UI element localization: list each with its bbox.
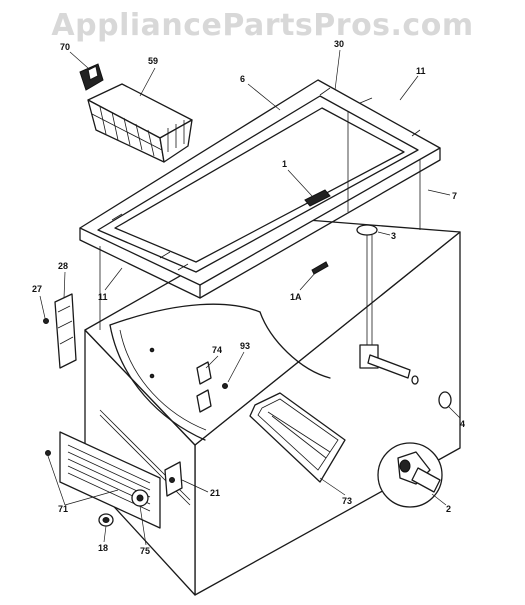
lid-lock-part-1: [304, 189, 331, 207]
watermark-text: AppliancePartsPros.com: [51, 8, 474, 43]
callout-11-top: 11: [416, 66, 426, 76]
callout-27: 27: [32, 284, 42, 294]
callout-labels: 70 59 30 6 11 1 7 3 28 27 11 1A 74 93 4 …: [32, 39, 465, 556]
callout-11-left: 11: [98, 292, 108, 302]
callout-74: 74: [212, 345, 222, 355]
callout-3: 3: [391, 231, 396, 241]
callout-1: 1: [282, 159, 287, 169]
callout-30: 30: [334, 39, 344, 49]
lid-assembly: [79, 79, 441, 330]
callout-6: 6: [240, 74, 245, 84]
callout-59: 59: [148, 56, 158, 66]
signal-light-part-93: [222, 383, 228, 389]
foot-part-18: [98, 513, 114, 527]
control-part-21: [164, 461, 183, 497]
leader-lines: [39, 49, 461, 546]
callout-7: 7: [452, 191, 457, 201]
grille-part-71: [59, 431, 161, 529]
gasket-clip-part-70: [79, 63, 104, 91]
callout-73: 73: [342, 496, 352, 506]
callout-28: 28: [58, 261, 68, 271]
hinge-screw-part-27: [43, 318, 49, 324]
screw-part-71: [45, 450, 51, 456]
lid-switch-part-74: [149, 347, 212, 413]
drain-cap-part-3: [356, 224, 378, 345]
callout-21: 21: [210, 488, 220, 498]
callout-18: 18: [98, 543, 108, 553]
hinge-part-28: [54, 293, 77, 369]
drain-tube-part-4: [359, 344, 452, 409]
callout-93: 93: [240, 341, 250, 351]
callout-4: 4: [460, 419, 465, 429]
callout-75: 75: [140, 546, 150, 556]
callout-2: 2: [446, 504, 451, 514]
callout-70: 70: [60, 42, 70, 52]
callout-1a: 1A: [290, 292, 302, 302]
nameplate-part-73: [249, 392, 346, 483]
lock-key-part-1a: [311, 261, 329, 275]
wire-basket-part-59: [87, 83, 193, 163]
fitting-part-2: [377, 442, 443, 508]
callout-71: 71: [58, 504, 68, 514]
